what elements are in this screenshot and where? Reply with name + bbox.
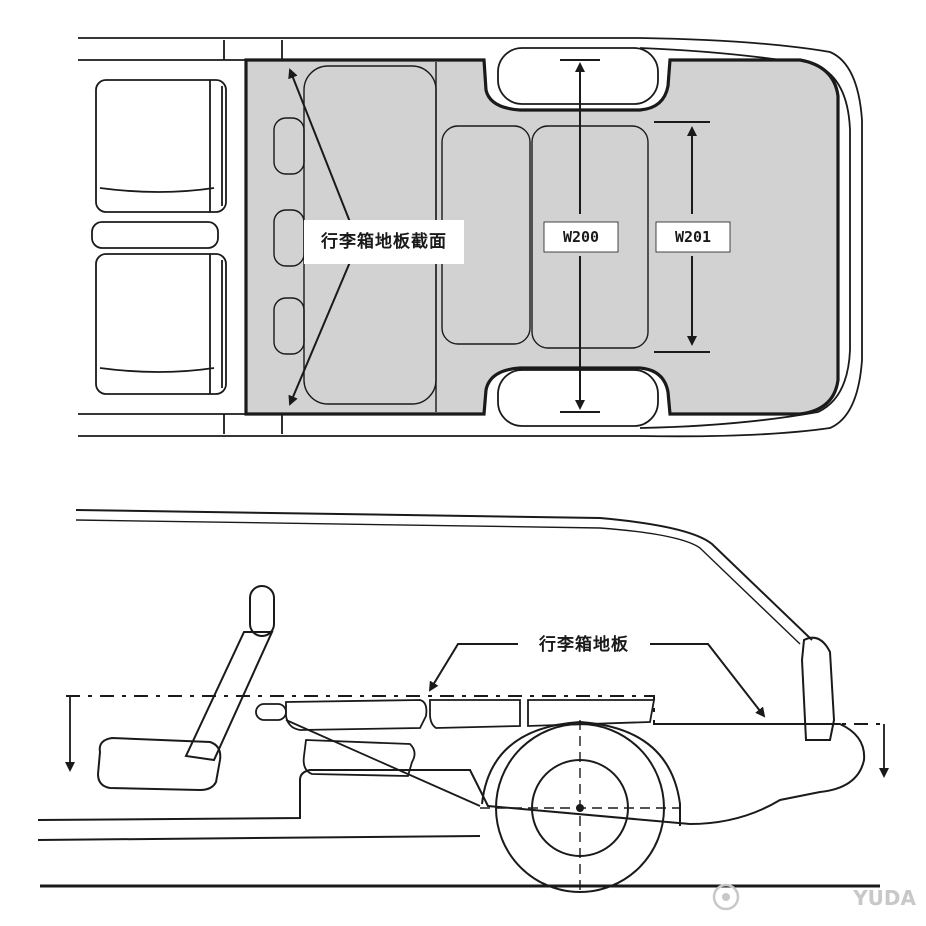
- w201-label: W201: [675, 228, 711, 246]
- w200-dimension-line: [560, 59, 600, 413]
- w200-label: W200: [563, 228, 599, 246]
- watermark: YUDA: [712, 883, 917, 911]
- top-view: [78, 37, 863, 438]
- roof-line: [75, 509, 813, 641]
- floor-reference-line: [66, 695, 888, 725]
- rear-pillar: [800, 636, 836, 741]
- rear-seats-top-view: [91, 79, 227, 395]
- floor-panels-side: [255, 699, 656, 807]
- rear-seat-side: [96, 585, 275, 792]
- floor-label-leaders: [428, 643, 766, 718]
- w200-label-box: [543, 221, 619, 253]
- floor-section-label-box: [304, 220, 464, 264]
- wheel-well-bottom: [497, 369, 659, 427]
- watermark-text: YUDA: [852, 886, 916, 910]
- body-sill: [37, 769, 691, 825]
- w201-label-box: [655, 221, 731, 253]
- car-body-outline: [78, 37, 863, 438]
- rear-bumper: [660, 723, 866, 825]
- w201-dimension-line: [654, 121, 710, 353]
- trunk-floor-section: [244, 58, 840, 416]
- side-floor-label: 行李箱地板: [538, 634, 629, 655]
- floor-section-leaders: [288, 68, 351, 406]
- floor-section-label: 行李箱地板截面: [320, 231, 447, 252]
- wheel-well-top: [497, 47, 659, 105]
- side-view: [37, 509, 889, 893]
